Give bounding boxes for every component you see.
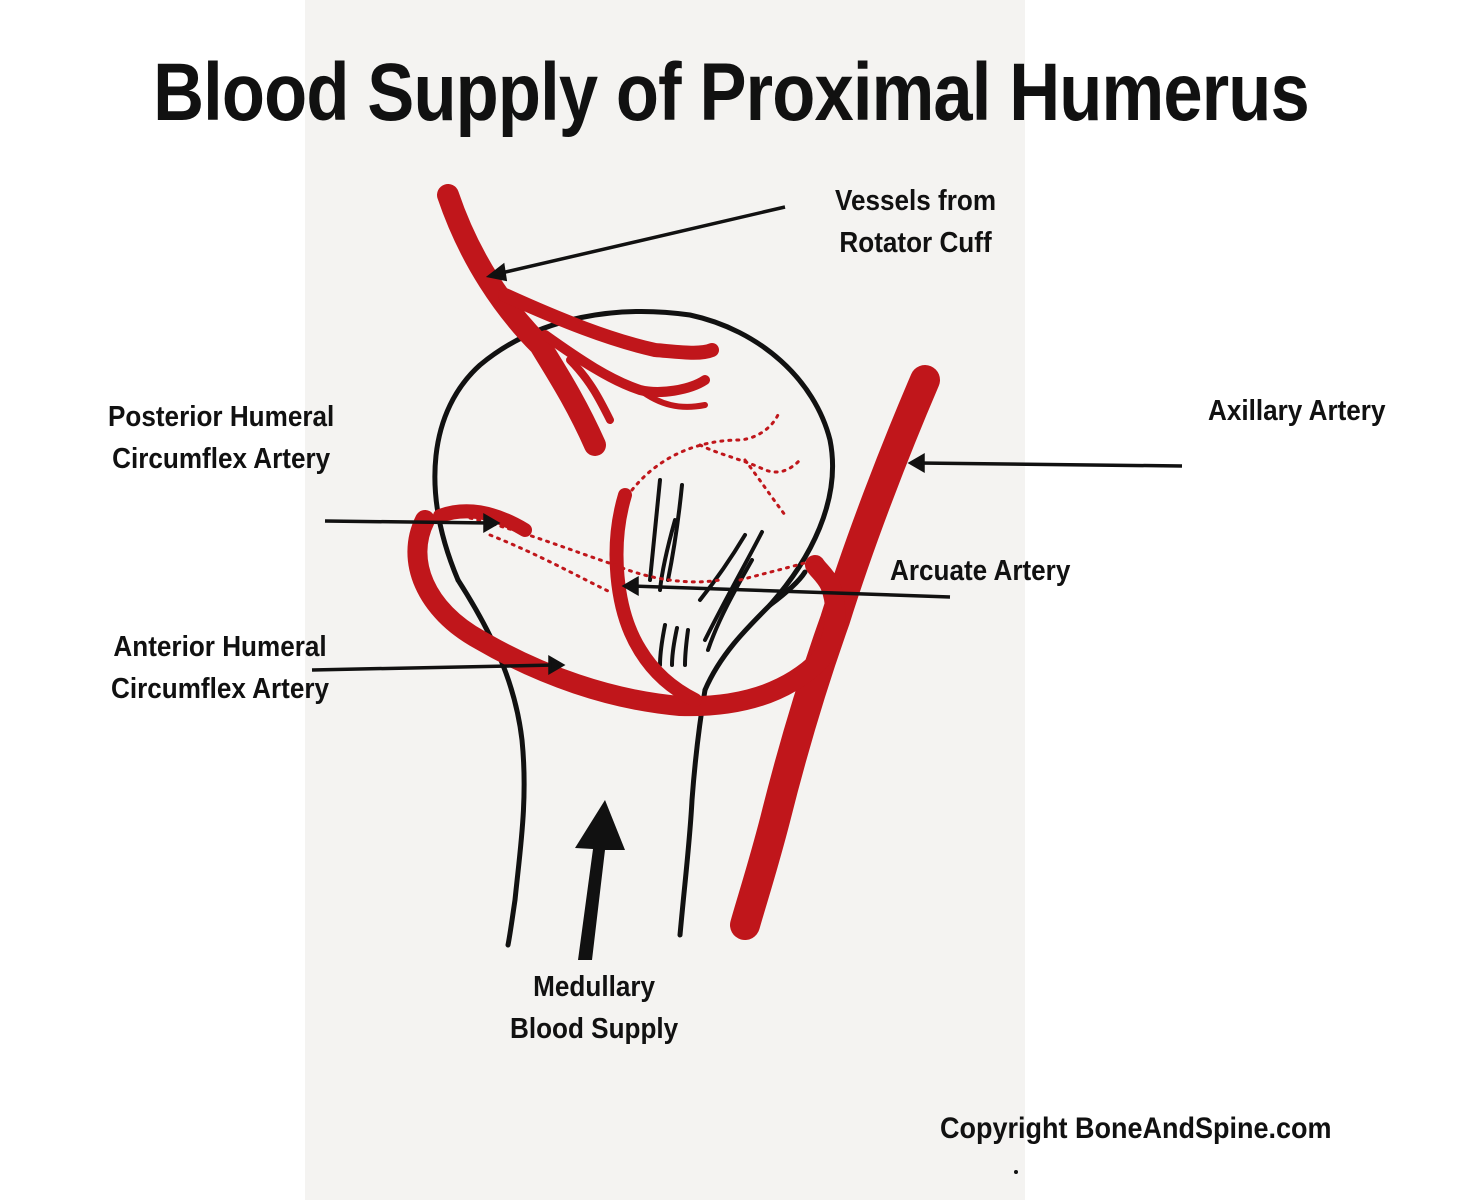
posterior-circumflex-pointer bbox=[324, 519, 491, 525]
rotator-cuff-label-line1: Vessels from bbox=[835, 185, 997, 217]
posterior-circumflex-artery bbox=[433, 504, 532, 537]
rotator-cuff-branch-3 bbox=[566, 356, 614, 424]
axillary-pointer bbox=[917, 461, 1183, 468]
stray-dot bbox=[1014, 1170, 1018, 1174]
rotator-cuff-pointer bbox=[496, 205, 786, 276]
rotator-cuff-vessel-trunk bbox=[437, 184, 606, 456]
posterior-circumflex-label-line2: Circumflex Artery bbox=[112, 443, 331, 475]
rotator-cuff-branch-4 bbox=[637, 387, 708, 410]
medullary-label-line2: Blood Supply bbox=[510, 1013, 679, 1045]
posterior-circumflex-label-line1: Posterior Humeral bbox=[108, 401, 335, 433]
anterior-circumflex-label-line1: Anterior Humeral bbox=[113, 631, 327, 663]
rotator-cuff-label: Vessels from Rotator Cuff bbox=[835, 180, 996, 264]
arcuate-artery bbox=[609, 488, 702, 707]
pointer-arrows bbox=[311, 205, 1183, 676]
diagram-title: Blood Supply of Proximal Humerus bbox=[153, 47, 1310, 138]
medullary-arrow bbox=[575, 800, 625, 960]
axillary-artery bbox=[730, 365, 940, 940]
medullary-label-line1: Medullary bbox=[533, 971, 656, 1003]
rotator-cuff-branch-1 bbox=[498, 288, 719, 360]
anterior-circumflex-label-line2: Circumflex Artery bbox=[111, 673, 330, 705]
arcuate-label: Arcuate Artery bbox=[890, 555, 1071, 587]
anterior-circumflex-label: Anterior Humeral Circumflex Artery bbox=[111, 626, 329, 710]
copyright-text: Copyright BoneAndSpine.com bbox=[940, 1112, 1332, 1145]
posterior-circumflex-dotted bbox=[468, 516, 722, 584]
arcuate-dotted-branch bbox=[630, 408, 782, 492]
dotted-branches bbox=[468, 408, 817, 594]
rotator-cuff-label-line2: Rotator Cuff bbox=[839, 227, 992, 259]
medullary-label: Medullary Blood Supply bbox=[510, 966, 678, 1050]
anterior-circumflex-artery bbox=[407, 510, 846, 717]
posterior-circumflex-label: Posterior Humeral Circumflex Artery bbox=[108, 396, 334, 480]
arteries bbox=[407, 184, 940, 940]
axillary-label: Axillary Artery bbox=[1208, 395, 1386, 427]
neck-line bbox=[767, 569, 808, 608]
arcuate-pointer bbox=[631, 584, 951, 599]
shaft-right-outline bbox=[677, 687, 708, 938]
tuberosity-strokes bbox=[648, 478, 764, 667]
anterior-circumflex-pointer bbox=[311, 663, 556, 672]
